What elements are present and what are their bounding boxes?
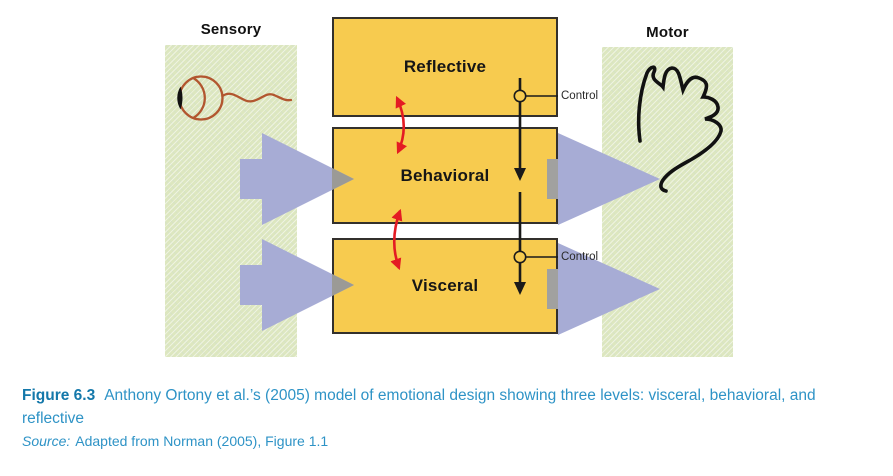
figure-source: Source:Adapted from Norman (2005), Figur… (22, 433, 854, 449)
sensory-label: Sensory (200, 21, 262, 38)
sensory-to-behavioral-arrow (240, 133, 354, 225)
control-arrow-bottom (513, 192, 558, 295)
sensory-to-visceral-arrow (240, 239, 354, 331)
figure-caption-text: Anthony Ortony et al.’s (2005) model of … (22, 387, 816, 427)
source-text: Adapted from Norman (2005), Figure 1.1 (75, 433, 329, 449)
motor-label: Motor (646, 24, 689, 41)
reflective-label: Reflective (403, 57, 487, 76)
visceral-to-motor-arrow (547, 243, 660, 335)
behavioral-to-motor-arrow (547, 133, 660, 225)
connector-gray (547, 159, 558, 199)
control-label-top: Control (561, 90, 599, 102)
hand-icon (636, 65, 723, 193)
control-node-circle (513, 89, 527, 103)
source-prefix: Source: (22, 433, 71, 449)
control-node-circle (513, 250, 527, 264)
control-arrow-top (513, 78, 558, 181)
reflective-behavioral-interaction-arrow (395, 95, 408, 155)
behavioral-label: Behavioral (400, 165, 490, 185)
arrow-tip-overlap (332, 274, 354, 296)
visceral-label: Visceral (411, 276, 479, 295)
connector-gray (547, 269, 558, 309)
arrow-tip-overlap (332, 168, 354, 190)
behavioral-visceral-interaction-arrow (390, 208, 403, 271)
eye-icon (177, 75, 293, 121)
control-label-bottom: Control (561, 251, 599, 263)
figure-number: Figure 6.3 (22, 387, 96, 404)
